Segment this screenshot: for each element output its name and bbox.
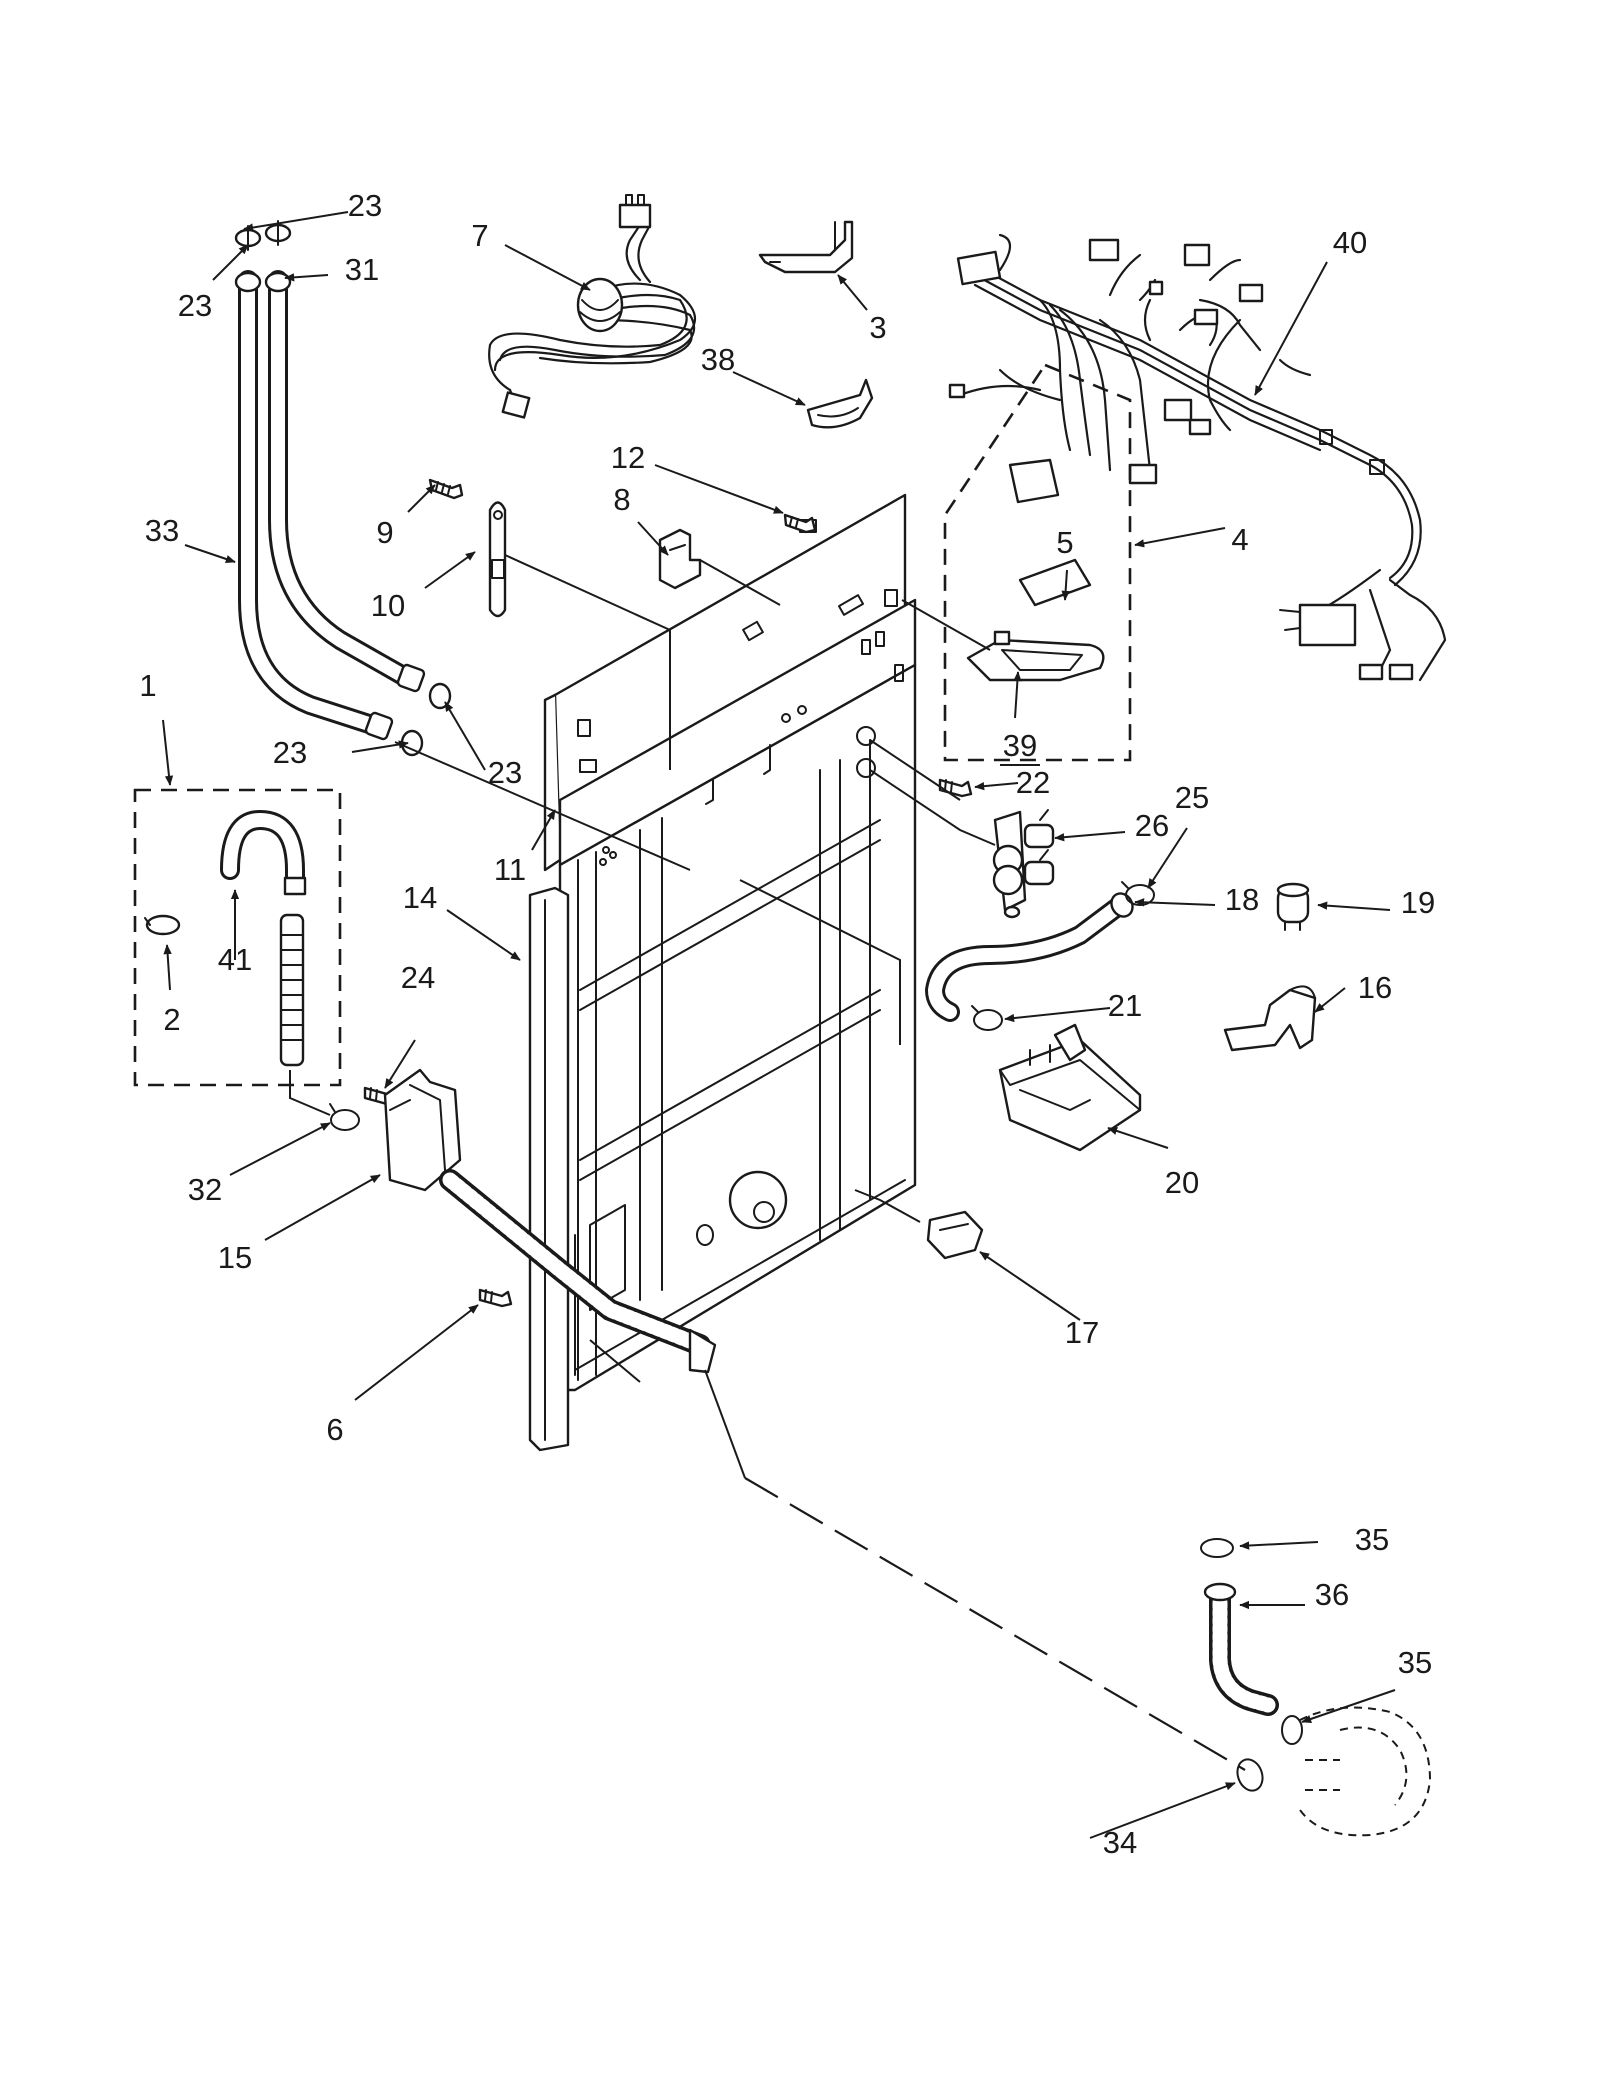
callout-20: 20 <box>1165 1165 1199 1200</box>
callout-31: 31 <box>345 252 379 287</box>
callout-33: 33 <box>145 513 179 548</box>
callout-41: 41 <box>218 942 252 977</box>
callout-14: 14 <box>403 880 437 915</box>
washer-parts-23 <box>234 220 452 757</box>
clip-part-38 <box>806 378 874 429</box>
clamp-part-32 <box>329 1103 360 1131</box>
side-rail-part-14 <box>528 886 570 1452</box>
water-valve-part-26 <box>992 809 1055 919</box>
callout-25: 25 <box>1175 780 1209 815</box>
callout-7: 7 <box>471 218 488 253</box>
lever-part-10 <box>488 501 507 618</box>
wire-harness-part-40 <box>948 233 1447 682</box>
callout-38: 38 <box>701 342 735 377</box>
rear-panel-part-11 <box>543 493 917 1392</box>
screw-part-6 <box>478 1288 513 1308</box>
callout-5: 5 <box>1056 525 1073 560</box>
callout-19: 19 <box>1401 885 1435 920</box>
clamp-part-21 <box>971 1005 1003 1031</box>
power-cord-part-7 <box>488 194 696 419</box>
pressure-switch-part-4 <box>943 363 1132 762</box>
callout-16: 16 <box>1358 970 1392 1005</box>
kit-part-1 <box>133 788 342 1087</box>
bracket-part-15 <box>383 1068 462 1192</box>
callout-12: 12 <box>611 440 645 475</box>
leader-lines <box>162 211 1396 1839</box>
capacitor-part-19 <box>1276 882 1310 931</box>
screw-part-22 <box>938 778 973 798</box>
screw-part-9 <box>428 478 464 500</box>
screw-part-12 <box>783 513 817 534</box>
callout-23-mid-right: 23 <box>488 755 522 790</box>
assembly-lines <box>289 554 1246 1771</box>
callout-40: 40 <box>1333 225 1367 260</box>
callout-36: 36 <box>1315 1577 1349 1612</box>
clamp-part-35-top <box>1200 1538 1234 1558</box>
callout-6: 6 <box>326 1412 343 1447</box>
callout-35-top: 35 <box>1355 1522 1389 1557</box>
callout-labels: 1 2 3 4 5 6 7 8 9 10 11 12 14 15 16 17 1… <box>139 188 1435 1860</box>
dispenser-part-20 <box>998 1023 1142 1152</box>
callout-1: 1 <box>139 668 156 703</box>
callout-35-side: 35 <box>1398 1645 1432 1680</box>
callout-32: 32 <box>188 1172 222 1207</box>
callout-23-mid-left: 23 <box>273 735 307 770</box>
plug-part-17 <box>926 1210 984 1260</box>
fill-hose-part-18 <box>925 892 1134 1022</box>
drain-hose <box>439 1169 717 1374</box>
callout-18: 18 <box>1225 882 1259 917</box>
clip-part-3 <box>758 220 854 274</box>
drain-hose-part-36 <box>1203 1582 1279 1716</box>
callout-8: 8 <box>613 482 630 517</box>
callout-3: 3 <box>869 310 886 345</box>
callout-9: 9 <box>376 515 393 550</box>
callout-23-top-left: 23 <box>178 288 212 323</box>
callout-24: 24 <box>401 960 435 995</box>
callout-17: 17 <box>1065 1315 1099 1350</box>
callout-21: 21 <box>1108 988 1142 1023</box>
clamp-part-34 <box>1236 1758 1264 1792</box>
callout-4: 4 <box>1231 522 1248 557</box>
callout-34: 34 <box>1103 1825 1137 1860</box>
bracket-part-8 <box>658 528 702 590</box>
callout-11: 11 <box>494 852 526 887</box>
callout-26: 26 <box>1135 808 1169 843</box>
clamp-part-35-side <box>1281 1715 1303 1745</box>
callout-22: 22 <box>1016 765 1050 800</box>
callout-10: 10 <box>371 588 405 623</box>
callout-39: 39 <box>1003 728 1037 763</box>
callout-15: 15 <box>218 1240 252 1275</box>
callout-2: 2 <box>163 1002 180 1037</box>
bracket-part-16 <box>1223 985 1317 1052</box>
callout-23-top-right: 23 <box>348 188 382 223</box>
inlet-hoses-part-33 <box>234 270 426 741</box>
pump-outline <box>1299 1706 1432 1837</box>
